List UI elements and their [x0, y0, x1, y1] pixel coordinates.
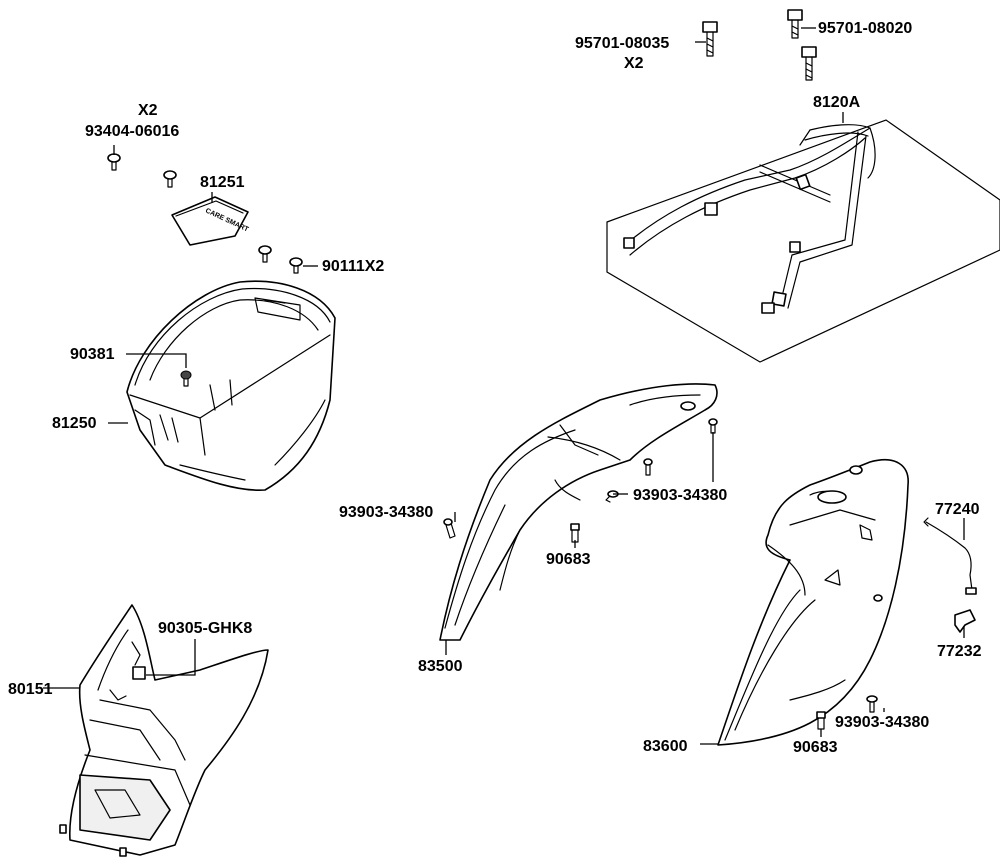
screw-93903-d-icon — [708, 418, 718, 434]
screw-90111-a-icon — [258, 245, 272, 263]
bolt-95701-08020-icon — [787, 9, 803, 39]
screw-93903-c-icon — [643, 458, 653, 476]
label-90683-b: 90683 — [793, 739, 838, 756]
screw-93404-06016-icon — [107, 153, 121, 171]
fastener-90683-b-icon — [816, 711, 826, 730]
leader-lines — [43, 27, 965, 745]
label-93903-34380-c: 93903-34380 — [835, 714, 929, 731]
bolt-95701-08035-icon — [702, 21, 718, 57]
label-95701-08035: 95701-08035 — [575, 35, 669, 52]
side-cover-83600 — [717, 458, 909, 746]
label-77232: 77232 — [937, 643, 982, 660]
screw-93903-b-icon — [605, 490, 619, 503]
screw-93903-e-icon — [866, 695, 878, 713]
label-81251: 81251 — [200, 174, 245, 191]
bracket-77232-icon — [954, 609, 976, 633]
label-95701-08020: 95701-08020 — [818, 20, 912, 37]
label-83600: 83600 — [643, 738, 688, 755]
label-90683-a: 90683 — [546, 551, 591, 568]
label-90381: 90381 — [70, 346, 115, 363]
screw-93903-a-icon — [443, 518, 456, 539]
part-labels: 95701-08035 X2 95701-08020 8120A X2 9340… — [8, 20, 982, 756]
label-90305-ghk8: 90305-GHK8 — [158, 620, 252, 637]
label-83500: 83500 — [418, 658, 463, 675]
label-77240: 77240 — [935, 501, 980, 518]
label-93404-06016: 93404-06016 — [85, 123, 179, 140]
label-90111x2: 90111X2 — [322, 258, 384, 275]
cover-81251: CARE SMART — [171, 196, 250, 246]
label-x2-top: X2 — [624, 55, 644, 72]
grab-rail-assembly — [606, 119, 1000, 363]
label-93903-34380-a: 93903-34380 — [339, 504, 433, 521]
fastener-90683-a-icon — [570, 523, 580, 543]
label-81250: 81250 — [52, 415, 97, 432]
label-80151: 80151 — [8, 681, 53, 698]
cable-77240-icon — [923, 517, 977, 595]
front-cover-80151 — [59, 604, 269, 857]
label-93903-34380-b: 93903-34380 — [633, 487, 727, 504]
body-cover-83500 — [439, 383, 718, 641]
label-8120a: 8120A — [813, 94, 861, 111]
bolt-95701-second-icon — [801, 46, 817, 81]
screw-90111-b-icon — [289, 257, 303, 274]
helmet-box-81250 — [126, 280, 336, 491]
label-x2-left: X2 — [138, 102, 158, 119]
screw-93404-second-icon — [163, 170, 177, 188]
